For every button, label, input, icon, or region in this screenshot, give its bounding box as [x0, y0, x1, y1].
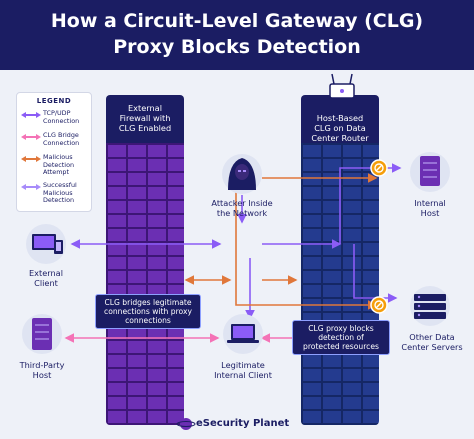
legend-success-arrow-icon: [21, 184, 41, 190]
legend-malicious-arrow-icon: [21, 156, 41, 162]
external-client-devices-icon: [26, 224, 66, 264]
brand-name: eSecurity Planet: [196, 418, 290, 429]
title-line-1: How a Circuit-Level Gateway (CLG): [50, 10, 424, 32]
external-firewall-bricks: [106, 143, 184, 425]
footer: eSecurity Planet: [0, 414, 474, 436]
legend-bridge-arrow-icon: [21, 134, 41, 140]
flow-tcp-to-servers: [353, 244, 398, 303]
attacker-icon: [222, 154, 262, 194]
header-banner: How a Circuit-Level Gateway (CLG) Proxy …: [0, 0, 474, 70]
flow-malicious-to-servers: [235, 192, 378, 310]
internal-host-server-icon: [410, 152, 450, 192]
legend-title: LEGEND: [36, 97, 72, 105]
router-clg-cap: [301, 95, 379, 143]
third-party-host-server-icon: [22, 314, 62, 354]
title-line-2: Proxy Blocks Detection: [113, 36, 361, 58]
data-center-servers-icon: [410, 286, 450, 326]
legend-tcp-arrow-icon: [21, 112, 41, 118]
esecurity-planet-logo-icon: [176, 418, 196, 430]
flow-tcp-to-internal: [339, 163, 402, 244]
block-icon-top: [370, 159, 388, 177]
router-clg-bricks: [301, 143, 379, 425]
external-firewall-cap: [106, 95, 184, 143]
router-icon: [329, 73, 355, 99]
legitimate-client-laptop-icon: [223, 314, 263, 354]
block-icon-bottom: [370, 296, 388, 314]
